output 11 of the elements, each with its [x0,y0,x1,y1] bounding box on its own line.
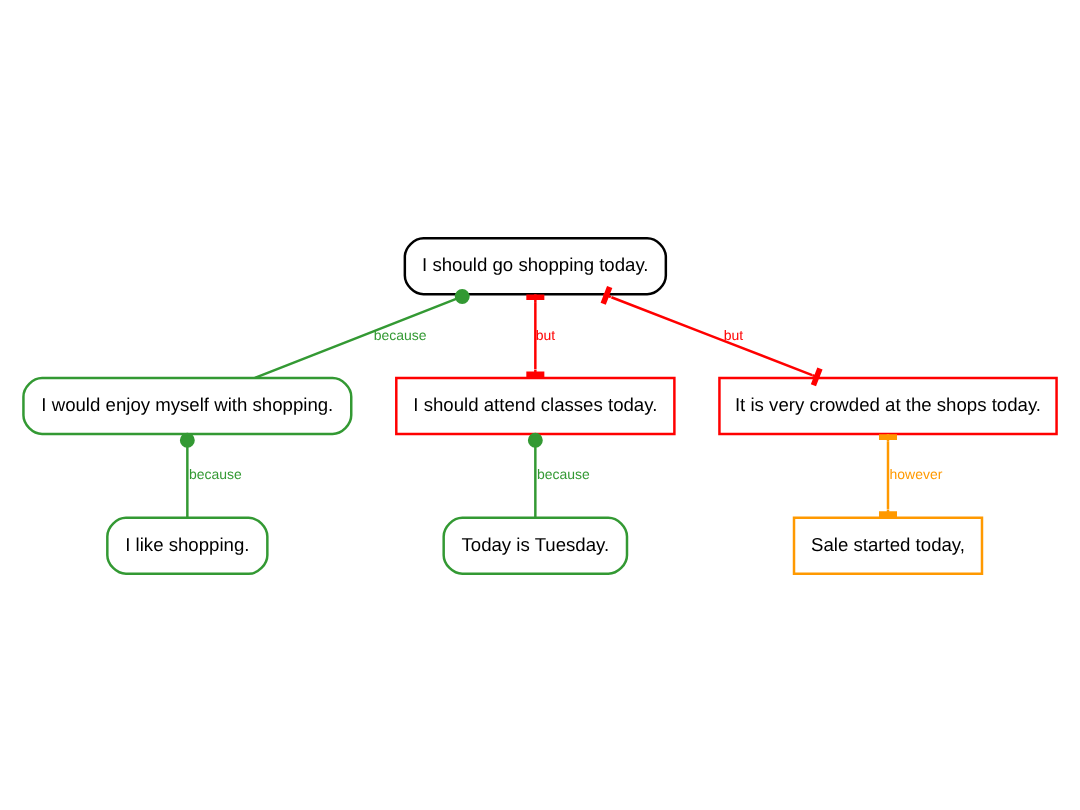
node-box: Today is Tuesday. [442,515,629,575]
node-box: I like shopping. [106,515,269,575]
connector [179,431,195,517]
connector [254,288,470,379]
node-box: I should attend classes today. [395,375,676,435]
node-box: It is very crowded at the shops today. [718,375,1058,435]
connector [527,431,543,517]
node-box: I should go shopping today. [403,235,668,295]
connector [600,284,823,386]
node-box: Sale started today, [792,515,984,575]
node-box: I would enjoy myself with shopping. [22,375,353,435]
